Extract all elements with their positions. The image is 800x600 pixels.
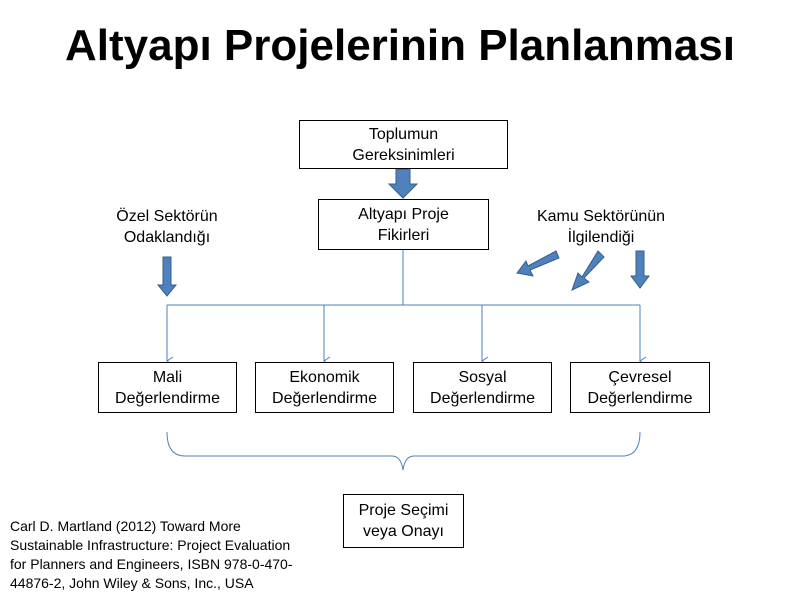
public-sector-label: Kamu Sektörünün İlgilendiği: [536, 208, 666, 246]
public-sector-arrow-left: [516, 250, 560, 277]
public-sector-arrow-right: [630, 250, 650, 289]
box-evaluation-economic: Ekonomik Değerlendirme: [255, 362, 394, 413]
private-sector-label: Özel Sektörün Odaklandığı: [116, 208, 218, 246]
box-project-decision: Proje Seçimi veya Onayı: [343, 494, 464, 548]
project-ideas-text: Altyapı Proje Fikirleri: [358, 205, 449, 244]
slide-title: Altyapı Projelerinin Planlanması: [65, 21, 735, 70]
box-societal-needs: Toplumun Gereksinimleri: [299, 120, 508, 169]
grouping-brace: [166, 431, 641, 471]
box-evaluation-environmental: Çevresel Değerlendirme: [570, 362, 710, 413]
evaluation-economic-text: Ekonomik Değerlendirme: [272, 368, 377, 407]
evaluation-environmental-text: Çevresel Değerlendirme: [587, 368, 693, 407]
evaluation-social-text: Sosyal Değerlendirme: [430, 368, 535, 407]
box-project-ideas: Altyapı Proje Fikirleri: [318, 199, 489, 250]
down-block-arrow: [387, 168, 419, 199]
societal-needs-text: Toplumun Gereksinimleri: [352, 125, 455, 164]
box-evaluation-financial: Mali Değerlendirme: [98, 362, 237, 413]
private-sector-arrow: [156, 256, 178, 297]
source-citation: Carl D. Martland (2012) Toward More Sust…: [10, 518, 293, 591]
project-decision-text: Proje Seçimi veya Onayı: [358, 502, 449, 540]
evaluation-financial-text: Mali Değerlendirme: [115, 368, 220, 407]
box-evaluation-social: Sosyal Değerlendirme: [413, 362, 552, 413]
public-sector-arrow-middle: [571, 250, 605, 291]
